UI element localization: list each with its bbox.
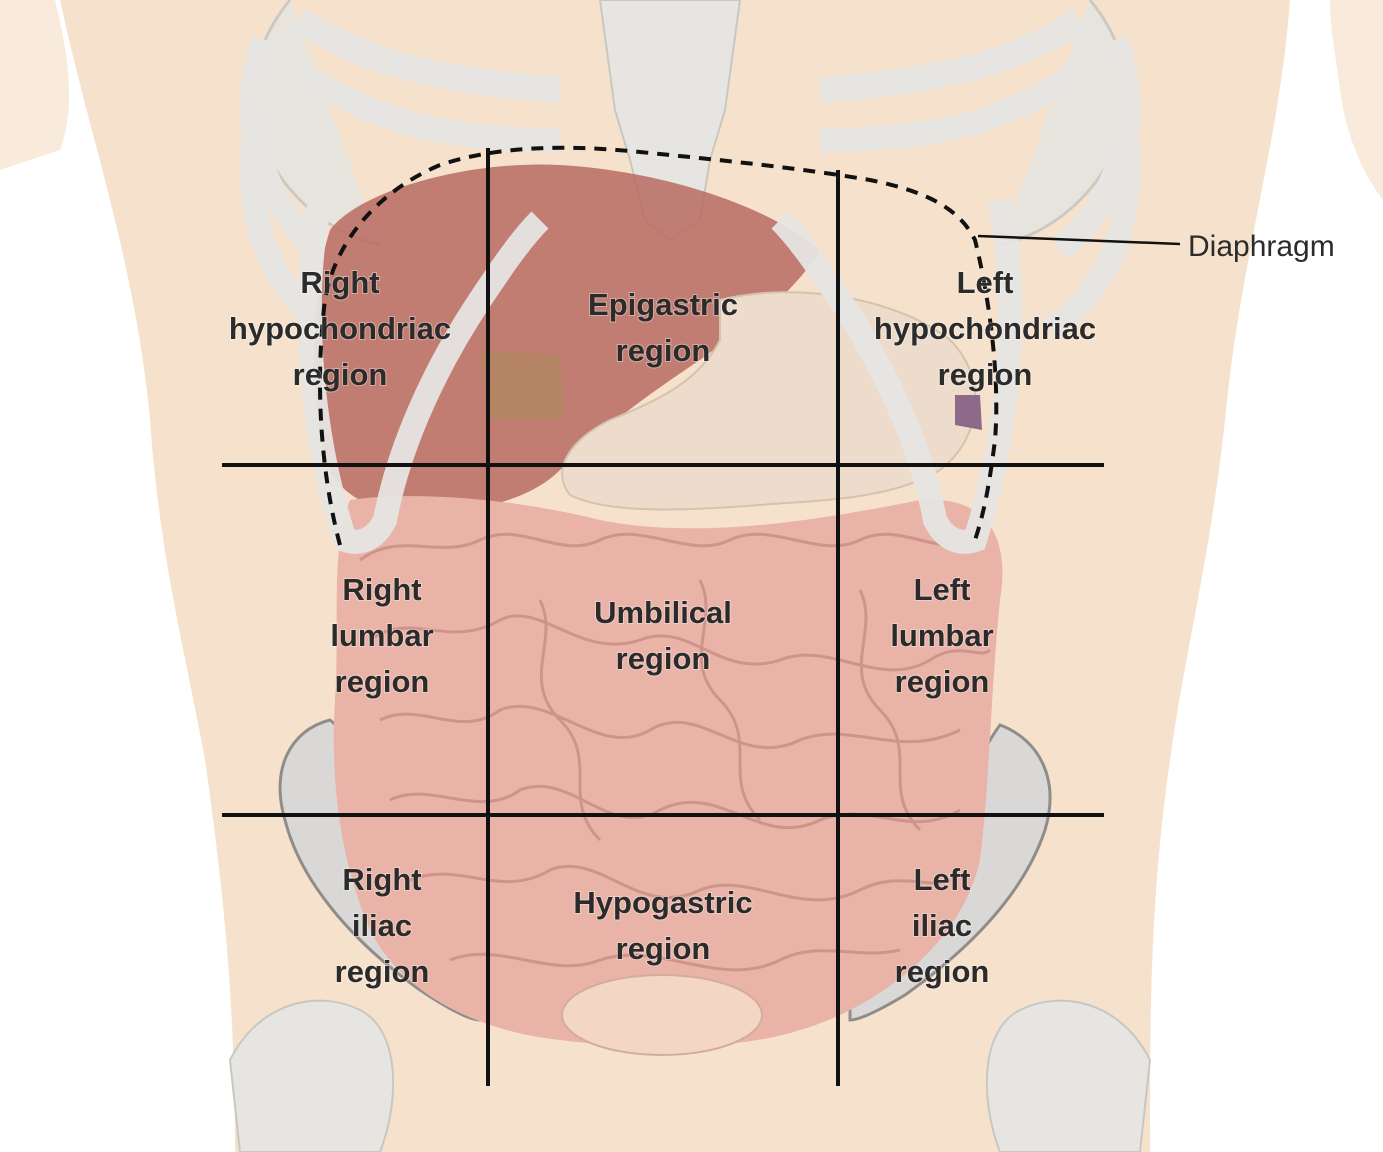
region-label-line: Umbilical — [594, 595, 732, 630]
region-label-line: Left — [914, 862, 971, 897]
region-label-line: Hypogastric — [573, 885, 752, 920]
region-label-line: Right — [342, 862, 421, 897]
region-label-line: hypochondriac — [229, 311, 451, 346]
region-label-right-iliac: Right iliac region — [335, 862, 430, 989]
region-label-line: region — [895, 954, 990, 989]
intestines — [333, 496, 1003, 1047]
bladder — [561, 974, 763, 1056]
left-hip — [985, 999, 1152, 1152]
region-label-line: region — [616, 931, 711, 966]
region-label-left-hypochondriac: Left hypochondriac region — [874, 265, 1096, 392]
region-label-line: hypochondriac — [874, 311, 1096, 346]
region-label-line: Right — [342, 572, 421, 607]
liver — [314, 164, 820, 515]
region-label-line: region — [938, 357, 1033, 392]
region-label-line: region — [335, 664, 430, 699]
region-label-line: iliac — [912, 908, 972, 943]
region-label-line: lumbar — [890, 618, 993, 653]
gallbladder — [480, 350, 565, 420]
region-label-line: Left — [914, 572, 971, 607]
region-labels: Right hypochondriac region Epigastric region… — [228, 264, 1097, 990]
region-label-left-lumbar: Left lumbar region — [890, 572, 993, 699]
region-label-hypogastric: Hypogastric region — [573, 885, 752, 966]
region-label-right-lumbar: Right lumbar region — [330, 572, 433, 699]
diaphragm-outline — [318, 145, 999, 546]
region-label-line: iliac — [352, 908, 412, 943]
region-label-line: region — [293, 357, 388, 392]
diaphragm-callout-line — [977, 234, 1181, 246]
region-label-line: region — [616, 641, 711, 676]
region-label-line: Epigastric — [588, 287, 738, 322]
left-costal-margin — [771, 197, 1023, 554]
region-label-line: region — [335, 954, 430, 989]
region-label-umbilical: Umbilical region — [594, 595, 732, 676]
region-label-right-hypochondriac: Right hypochondriac region — [229, 265, 451, 392]
region-label-line: Left — [957, 265, 1014, 300]
region-label-line: Right — [300, 265, 379, 300]
spleen — [955, 395, 982, 430]
region-grid — [222, 148, 1104, 1086]
right-arm — [0, 0, 70, 170]
region-label-line: lumbar — [330, 618, 433, 653]
region-label-left-iliac: Left iliac region — [895, 862, 990, 989]
region-label-line: region — [616, 333, 711, 368]
region-label-line: region — [895, 664, 990, 699]
diaphragm-label: Diaphragm — [1188, 230, 1335, 263]
right-hip — [228, 999, 395, 1152]
left-arm — [1330, 0, 1383, 200]
region-label-epigastric: Epigastric region — [588, 287, 738, 368]
